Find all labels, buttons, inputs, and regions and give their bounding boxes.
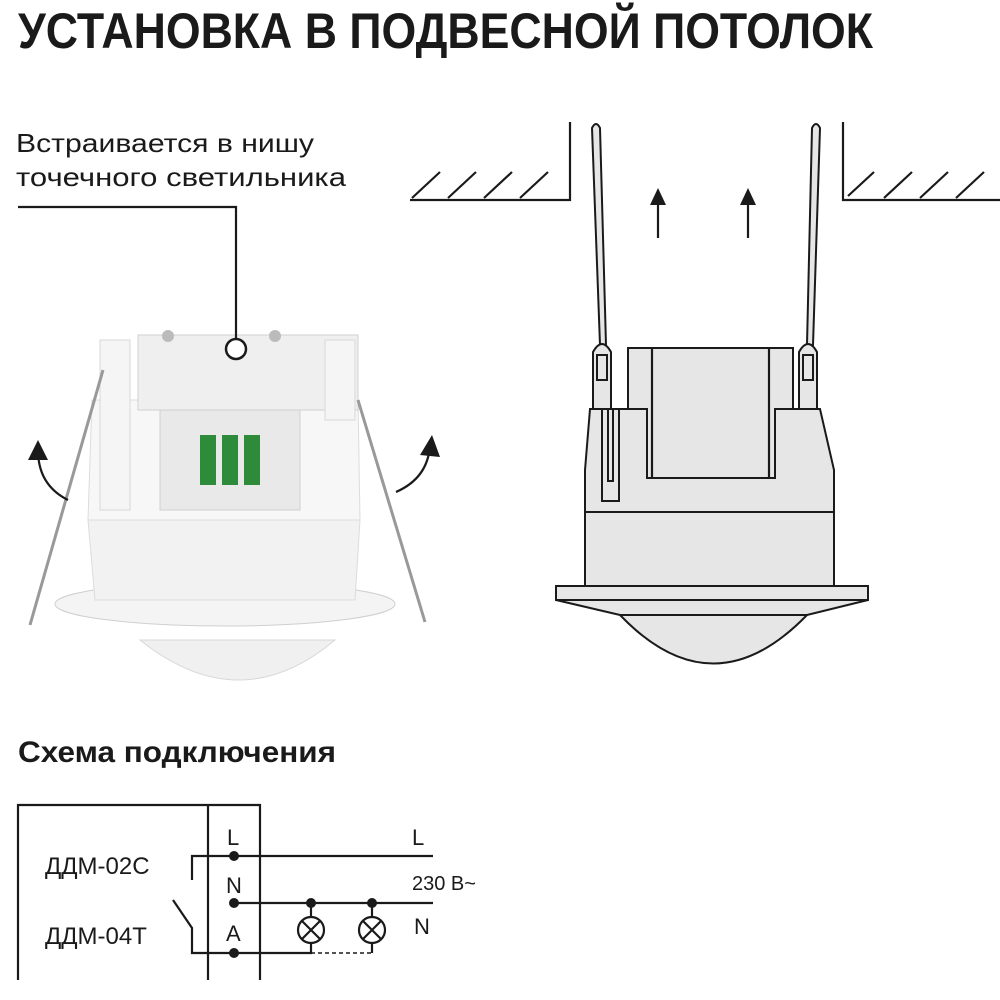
terminal-label-a: A	[226, 921, 241, 946]
terminal-label-l: L	[227, 825, 239, 850]
model-label: ДДМ-02С	[45, 853, 150, 880]
callout-line-2: точечного светильника	[16, 162, 347, 192]
wiring-heading: Схема подключения	[18, 736, 336, 769]
line-label-n: N	[414, 914, 430, 939]
lamp-icon	[296, 915, 326, 945]
voltage-label: 230 В~	[412, 873, 476, 895]
wiring-diagram: ДДМ-02С ДДМ-04Т L N A L 230 В~ N	[16, 803, 476, 980]
callout-point	[224, 337, 248, 361]
up-arrow-icon	[650, 188, 666, 238]
page-title: УСТАНОВКА В ПОДВЕСНОЙ ПОТОЛОК	[18, 2, 873, 59]
callout-leader	[18, 205, 238, 338]
installation-drawing	[410, 122, 1000, 665]
ceiling-left	[410, 122, 572, 202]
ceiling-right	[841, 122, 1000, 202]
lamp-icon	[357, 915, 387, 945]
model-label: ДДМ-04Т	[45, 923, 147, 950]
terminal-label-n: N	[226, 873, 242, 898]
up-arrow-icon	[740, 188, 756, 238]
line-label-l: L	[412, 825, 424, 850]
terminal-block	[200, 435, 260, 485]
rotate-arrow-right-icon	[395, 435, 440, 494]
rotate-arrow-left-icon	[28, 440, 69, 501]
callout-line-1: Встраивается в нишу	[16, 128, 314, 158]
sensor-photo	[28, 330, 427, 681]
